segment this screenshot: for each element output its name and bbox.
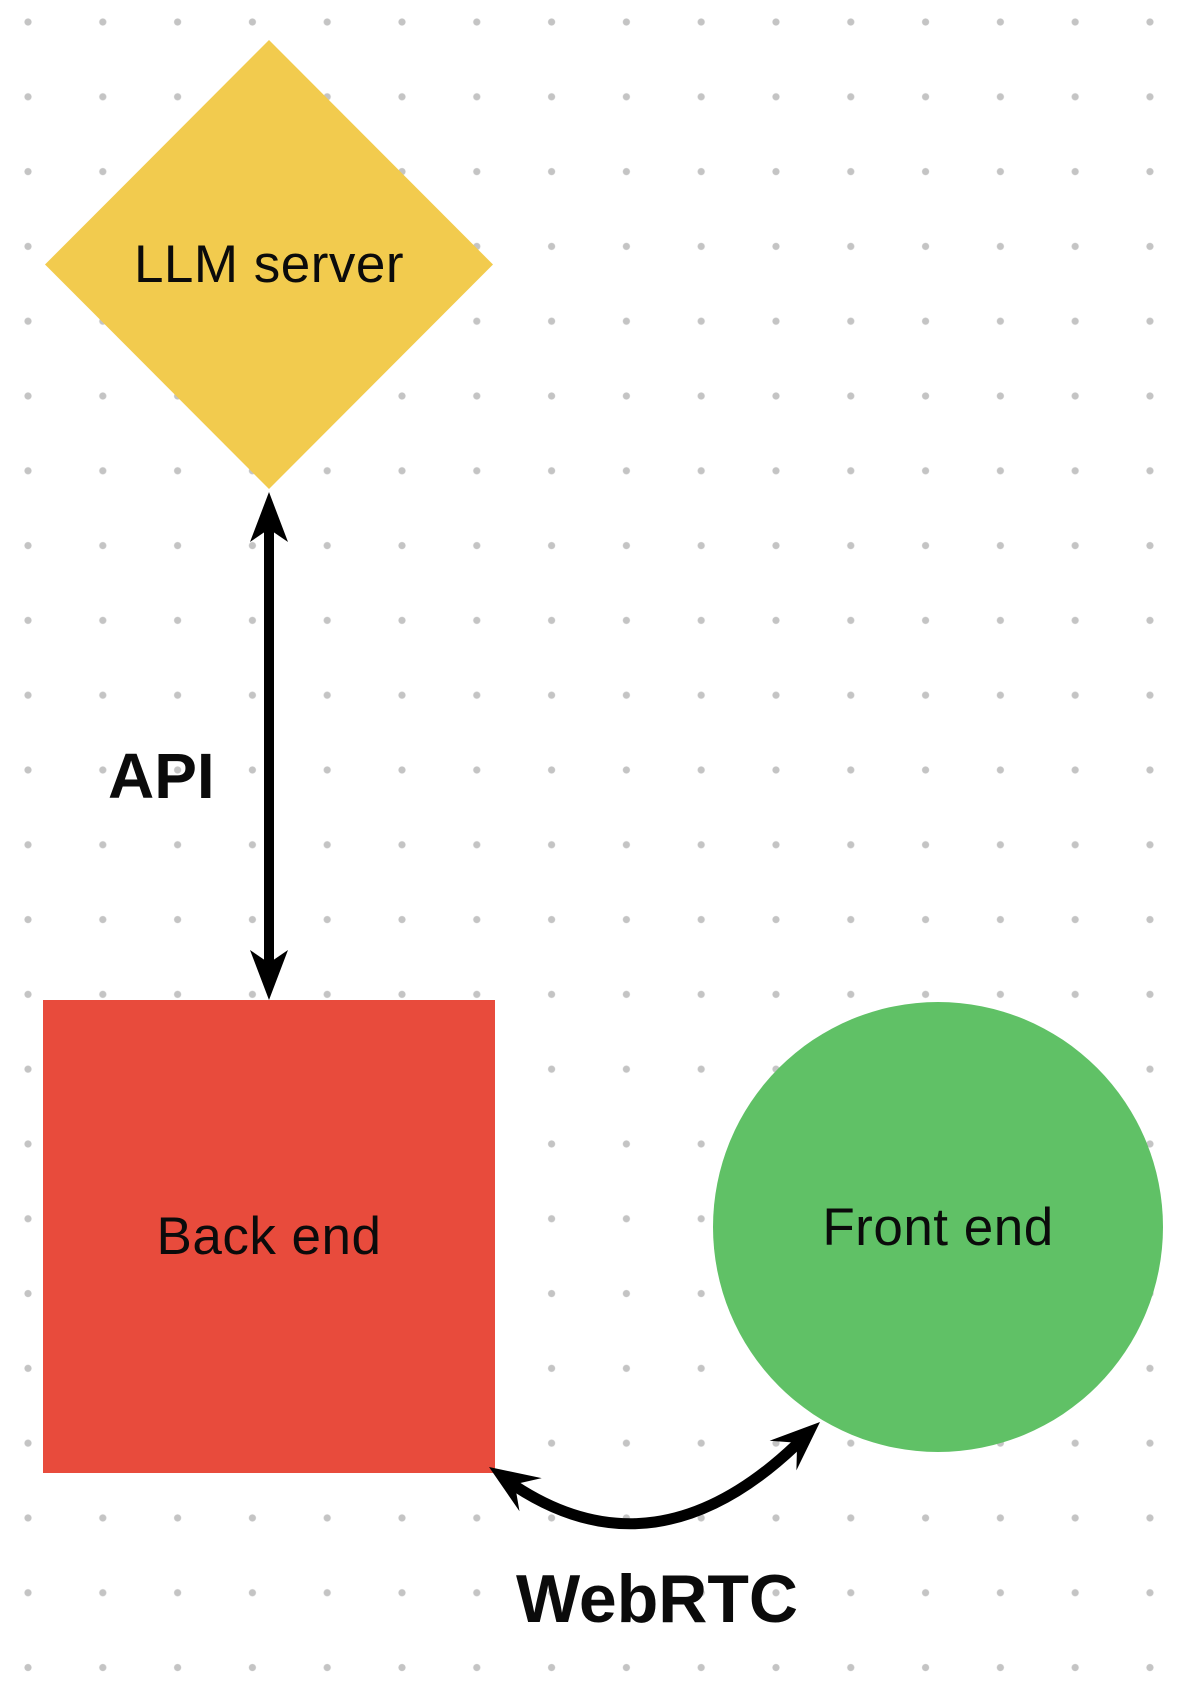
node-llm-server[interactable]: LLM server (45, 40, 493, 489)
node-back-end[interactable]: Back end (43, 1000, 495, 1473)
arrowhead-up-icon (250, 492, 288, 542)
node-front-end-label: Front end (822, 1197, 1054, 1257)
edge-api-arrow[interactable] (250, 492, 288, 1000)
edge-label-webrtc: WebRTC (515, 1561, 799, 1637)
node-back-end-label: Back end (156, 1207, 382, 1266)
webrtc-arrow-shaft (509, 1440, 801, 1530)
arrowhead-upright-icon (769, 1422, 820, 1471)
edge-webrtc-arrow[interactable] (489, 1422, 820, 1530)
arrowhead-upleft-icon (489, 1467, 542, 1512)
node-front-end[interactable]: Front end (713, 1002, 1163, 1452)
node-llm-server-label: LLM server (133, 235, 405, 294)
arrowhead-down-icon (250, 950, 288, 1000)
edge-label-api: API (108, 740, 215, 812)
